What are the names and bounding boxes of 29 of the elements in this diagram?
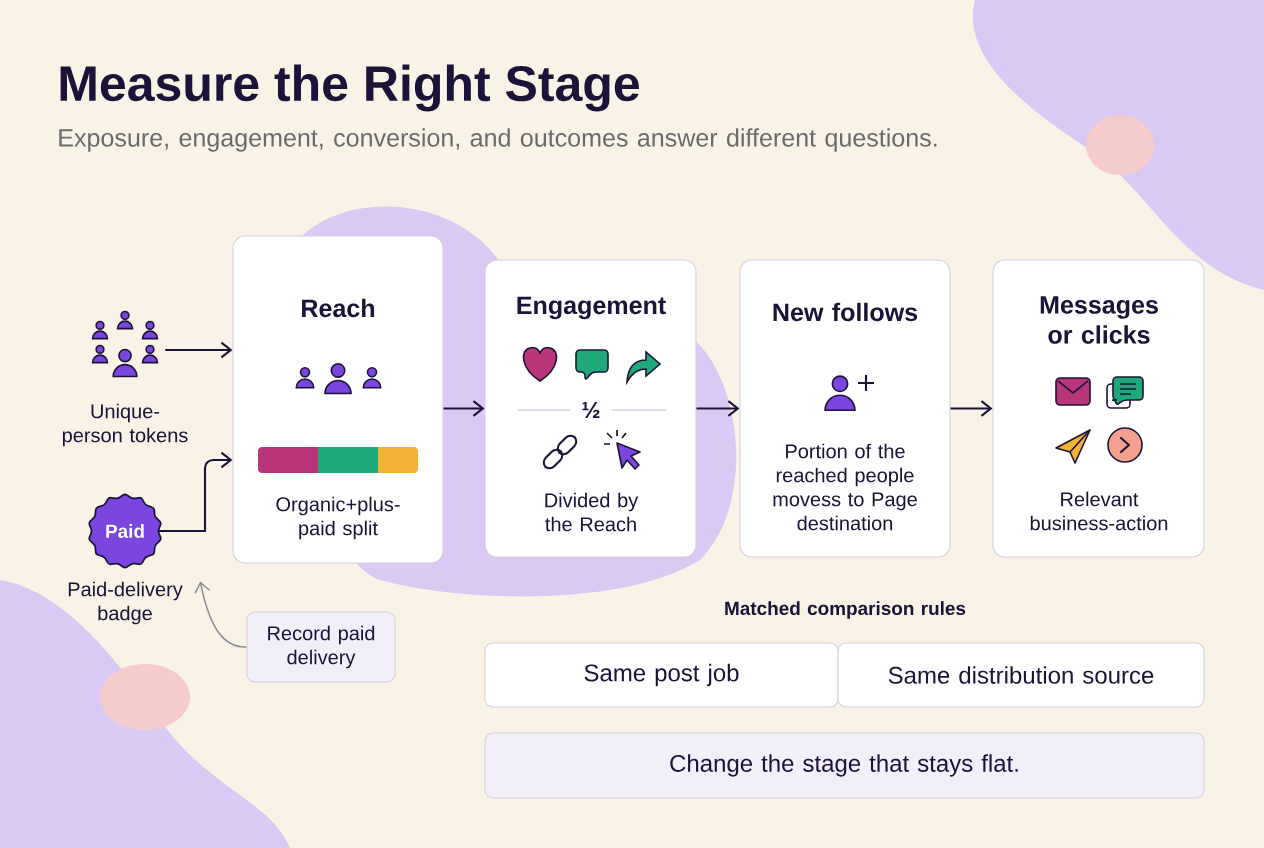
note-box: Record paid delivery [246, 611, 396, 683]
arrow [696, 400, 740, 417]
node-label: ½ [582, 402, 600, 418]
arrow [165, 341, 233, 359]
node-label: Divided by the Reach [545, 492, 639, 532]
node-label: Engagement [517, 296, 666, 320]
title: Measure the Right Stage [60, 64, 639, 112]
stage-card: New follows Portion of the reached people movess to Page destination [739, 259, 951, 558]
arrow [194, 581, 248, 648]
takeaway-box: Change the stage that stays flat. [484, 732, 1205, 799]
badge: Paid [88, 493, 162, 569]
stage-card: Messages or clicks Relevant business-action [992, 259, 1205, 558]
stage-card: Reach Organic+plus-paid split [232, 235, 444, 564]
icon-caption: Unique-person tokens [62, 403, 188, 447]
arrow [443, 400, 485, 417]
subtitle: Exposure, engagement, conversion, and outcomes answer different questions. [59, 128, 937, 152]
stage-card: Engagement ½ Divided by the Reach [484, 259, 697, 558]
node-label: Portion of the reached people movess to Page destination [773, 443, 917, 531]
section-heading: Matched comparison rules [725, 601, 966, 619]
node-label: Organic+plus-paid split [276, 496, 400, 540]
rule-cell: Same post job [484, 642, 839, 708]
arrow [159, 451, 233, 533]
node-label: Reach [302, 298, 375, 318]
badge-caption: Paid-delivery badge [68, 581, 183, 625]
node-label: Relevant business-action [1030, 491, 1168, 531]
rule-cell: Same distribution source [837, 642, 1205, 708]
arrow [950, 400, 993, 417]
node-label: Messages or clicks [1040, 296, 1158, 344]
node-label: New follows [773, 302, 918, 322]
